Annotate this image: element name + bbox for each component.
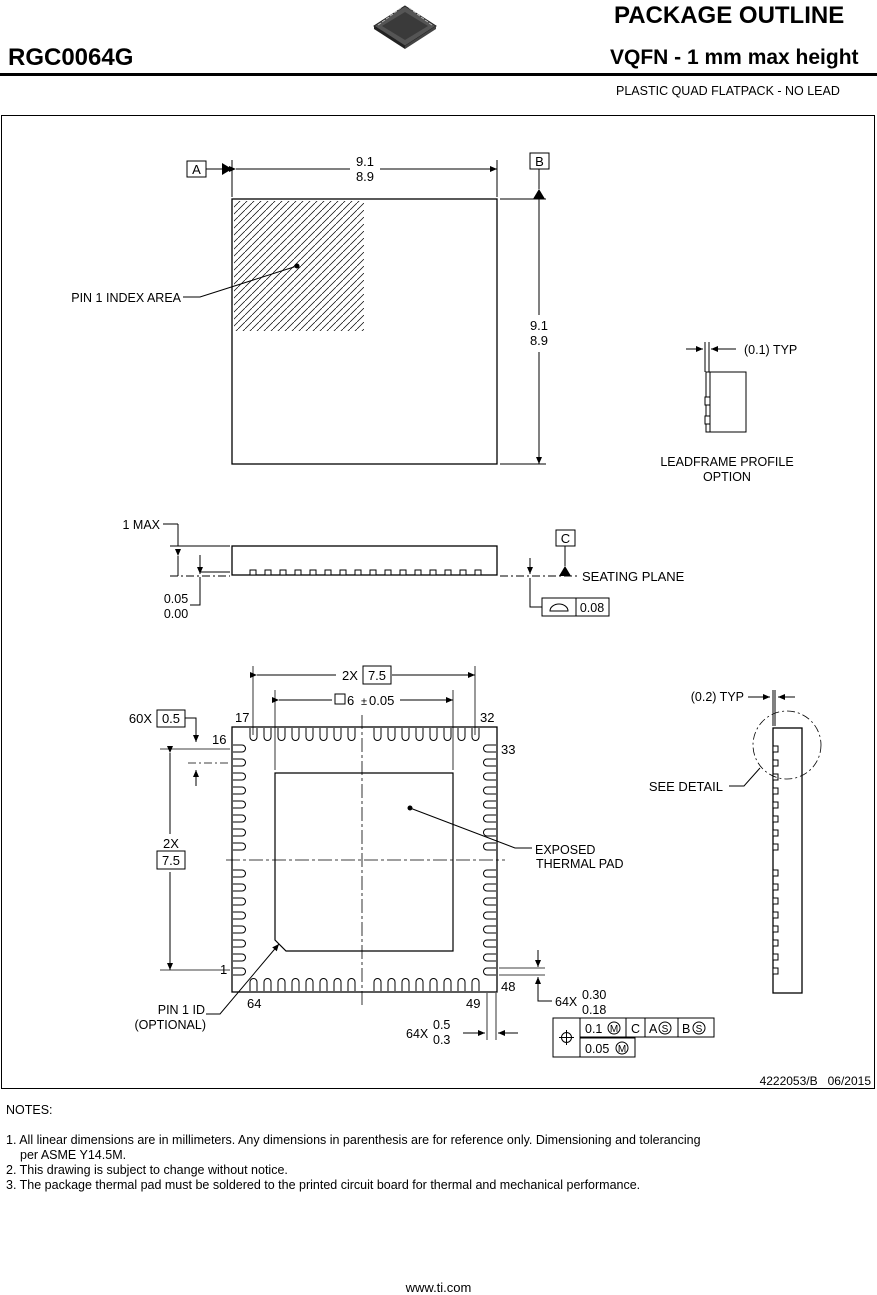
thermal-pad-label-line2: THERMAL PAD — [536, 857, 624, 871]
datum-b-label: B — [535, 154, 544, 169]
drawing-frame — [1, 115, 875, 1089]
detail-circle — [752, 710, 822, 780]
top-leads — [249, 728, 480, 741]
lead-width-max: 0.30 — [582, 988, 606, 1002]
top-width-min: 8.9 — [356, 169, 374, 184]
fcf-row2-tolerance: 0.05 — [585, 1042, 609, 1056]
lead-length-count: 64X — [406, 1027, 429, 1041]
package-top-outline — [231, 198, 498, 465]
pin-48-label: 48 — [501, 979, 515, 994]
datum-a-label: A — [192, 162, 201, 177]
fcf-datum-c: C — [631, 1022, 640, 1036]
span-value: 7.5 — [368, 668, 386, 683]
mmc-modifier-icon: M — [610, 1024, 618, 1035]
leadframe-typ-label: (0.1) TYP — [744, 343, 797, 357]
footer-link[interactable]: www.ti.com — [405, 1280, 472, 1295]
notes-title: NOTES: — [6, 1103, 53, 1117]
lead-width-count: 64X — [555, 995, 578, 1009]
mmc-modifier-icon: M — [618, 1044, 626, 1055]
pin-33-label: 33 — [501, 742, 515, 757]
vertical-value: 7.5 — [162, 853, 180, 868]
top-view: A 9.1 8.9 B 9.1 8.9 PIN 1 INDEX AREA — [71, 152, 550, 465]
pad-dimension: 6 — [347, 693, 354, 708]
pin-16-label: 16 — [212, 732, 226, 747]
flatness-icon — [549, 603, 569, 612]
bottom-view: 2X 7.5 6 ± 0.05 60X 0.5 17 16 32 33 1 64… — [129, 665, 715, 1058]
pin-1-label: 1 — [220, 962, 227, 977]
drawing-number: 4222053/B 06/2015 — [760, 1074, 872, 1088]
pad-tolerance: 0.05 — [369, 693, 394, 708]
rfs-modifier-icon: S — [696, 1024, 703, 1035]
package-drawing: A 9.1 8.9 B 9.1 8.9 PIN 1 INDEX AREA (0.… — [71, 152, 872, 1088]
pin1-id-line1: PIN 1 ID — [158, 1003, 205, 1017]
fcf-row1-tolerance: 0.1 — [585, 1022, 602, 1036]
package-side-outline — [231, 545, 498, 576]
top-height-max: 9.1 — [530, 318, 548, 333]
package-subtitle: VQFN - 1 mm max height — [610, 46, 859, 69]
notes-section: NOTES: 1. All linear dimensions are in m… — [6, 1103, 701, 1193]
feature-control-frame: 0.1 M C A S B S 0.05 M — [552, 1017, 715, 1058]
lead-length-min: 0.3 — [433, 1033, 450, 1047]
see-detail-label: SEE DETAIL — [649, 779, 723, 794]
top-width-max: 9.1 — [356, 154, 374, 169]
package-bottom-outline — [231, 726, 498, 993]
note-2: 2. This drawing is subject to change wit… — [6, 1163, 288, 1177]
span-count: 2X — [342, 668, 358, 683]
pin-64-label: 64 — [247, 996, 261, 1011]
note-1-line1: 1. All linear dimensions are in millimet… — [6, 1133, 701, 1147]
thermal-pad-label-line1: EXPOSED — [535, 843, 595, 857]
leadframe-profile: (0.1) TYP LEADFRAME PROFILE OPTION — [660, 342, 797, 484]
flatness-value: 0.08 — [580, 601, 604, 615]
fcf-datum-b: B — [682, 1022, 690, 1036]
lead-width-min: 0.18 — [582, 1003, 606, 1017]
pin1-id-line2: (OPTIONAL) — [134, 1018, 206, 1032]
note-1-line2: per ASME Y14.5M. — [20, 1148, 127, 1162]
pitch-count: 60X — [129, 711, 152, 726]
top-height-min: 8.9 — [530, 333, 548, 348]
lead-length-max: 0.5 — [433, 1018, 450, 1032]
right-typ-label: (0.2) TYP — [691, 690, 744, 704]
leadframe-option-line2: OPTION — [703, 470, 751, 484]
pin-17-label: 17 — [235, 710, 249, 725]
side-view: 1 MAX 0.05 0.00 C SEATING PLANE 0.08 — [122, 518, 684, 621]
package-type: PLASTIC QUAD FLATPACK - NO LEAD — [616, 84, 840, 98]
pin-49-label: 49 — [466, 996, 480, 1011]
pitch-value: 0.5 — [162, 711, 180, 726]
datum-c-label: C — [561, 531, 570, 546]
seating-plane-label: SEATING PLANE — [582, 569, 685, 584]
standoff-min: 0.00 — [164, 607, 188, 621]
square-symbol-icon — [334, 693, 346, 705]
right-leads — [483, 744, 496, 976]
thermal-pad — [274, 772, 454, 952]
package-3d-icon — [373, 5, 437, 49]
plus-minus-icon: ± — [361, 696, 367, 708]
pin-32-label: 32 — [480, 710, 494, 725]
side-max-height-label: 1 MAX — [122, 518, 160, 532]
leadframe-option-line1: LEADFRAME PROFILE — [660, 455, 793, 469]
bottom-leads — [249, 978, 480, 991]
part-number: RGC0064G — [8, 44, 134, 71]
left-leads — [233, 744, 246, 976]
pin1-index-label: PIN 1 INDEX AREA — [71, 291, 181, 305]
header-divider — [0, 73, 877, 76]
vertical-count: 2X — [163, 836, 179, 851]
rfs-modifier-icon: S — [662, 1024, 669, 1035]
standoff-max: 0.05 — [164, 592, 188, 606]
note-3: 3. The package thermal pad must be solde… — [6, 1178, 641, 1192]
right-side-view: (0.2) TYP SEE DETAIL — [649, 690, 822, 994]
fcf-datum-a: A — [649, 1022, 658, 1036]
page-title: PACKAGE OUTLINE — [614, 2, 845, 29]
